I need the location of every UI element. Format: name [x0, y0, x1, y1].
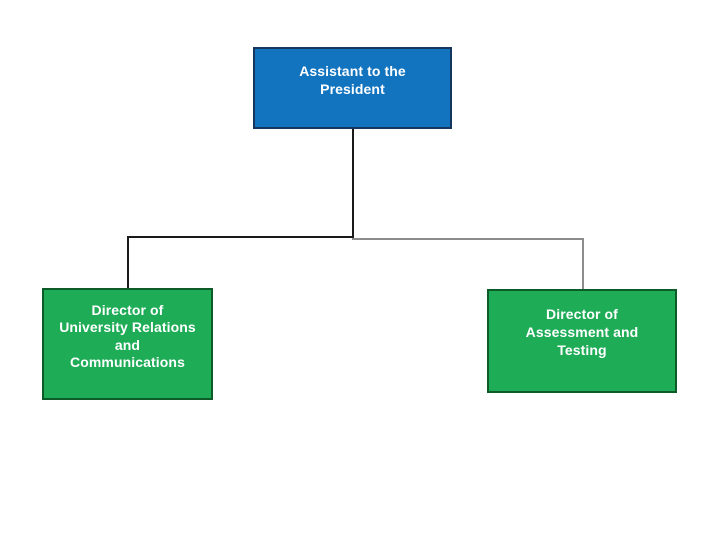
node-director-university-relations: Director of University Relations and Com… [42, 288, 213, 400]
node-director-assessment-testing: Director of Assessment and Testing [487, 289, 677, 393]
connector-stem [352, 129, 354, 237]
node-label-line: Communications [70, 354, 185, 370]
node-label-line: Testing [557, 342, 607, 358]
node-label-line: President [320, 81, 385, 97]
connector-vertical-right [582, 238, 584, 290]
connector-horizontal-left [127, 236, 354, 238]
node-label-line: University Relations [59, 319, 196, 335]
connector-horizontal-right [352, 238, 584, 240]
node-label-line: Director of [91, 301, 164, 318]
node-label-line: Director of [546, 306, 618, 322]
node-label: Director of Assessment and Testing [526, 305, 639, 359]
node-label: Director of University Relations and Com… [59, 302, 196, 372]
node-label-line: Assessment and [525, 324, 639, 340]
node-label-line: and [114, 336, 141, 353]
node-label-line: Assistant to the [299, 63, 406, 79]
node-label: Assistant to the President [299, 62, 406, 98]
node-assistant-to-president: Assistant to the President [253, 47, 452, 129]
connector-vertical-left [127, 236, 129, 288]
